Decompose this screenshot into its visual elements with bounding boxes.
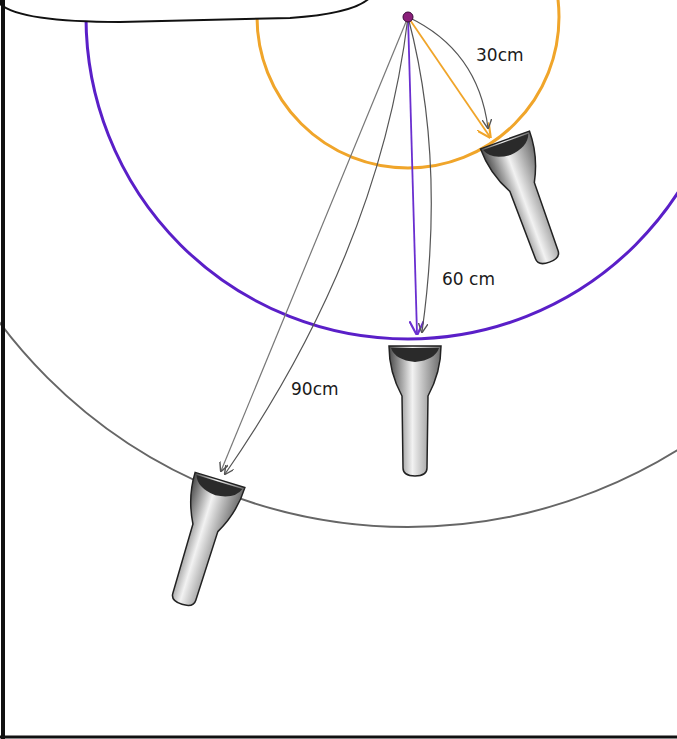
microphone [157,472,245,612]
distance-arc [408,17,431,332]
distance-arrow [221,17,408,471]
dimension-label: 30cm [474,46,526,65]
object-outline [0,0,372,22]
distance-arrow [408,17,417,334]
frame [0,736,677,739]
microphone [481,131,574,271]
frame [1,0,5,739]
circle-60 [86,0,677,339]
distance-arc [225,17,408,474]
distance-arrow [408,17,490,137]
microphone [389,346,441,476]
sound-source [403,12,413,22]
circle-90 [0,0,677,527]
dimension-label: 60 cm [440,270,497,289]
dimension-label: 90cm [289,380,341,399]
